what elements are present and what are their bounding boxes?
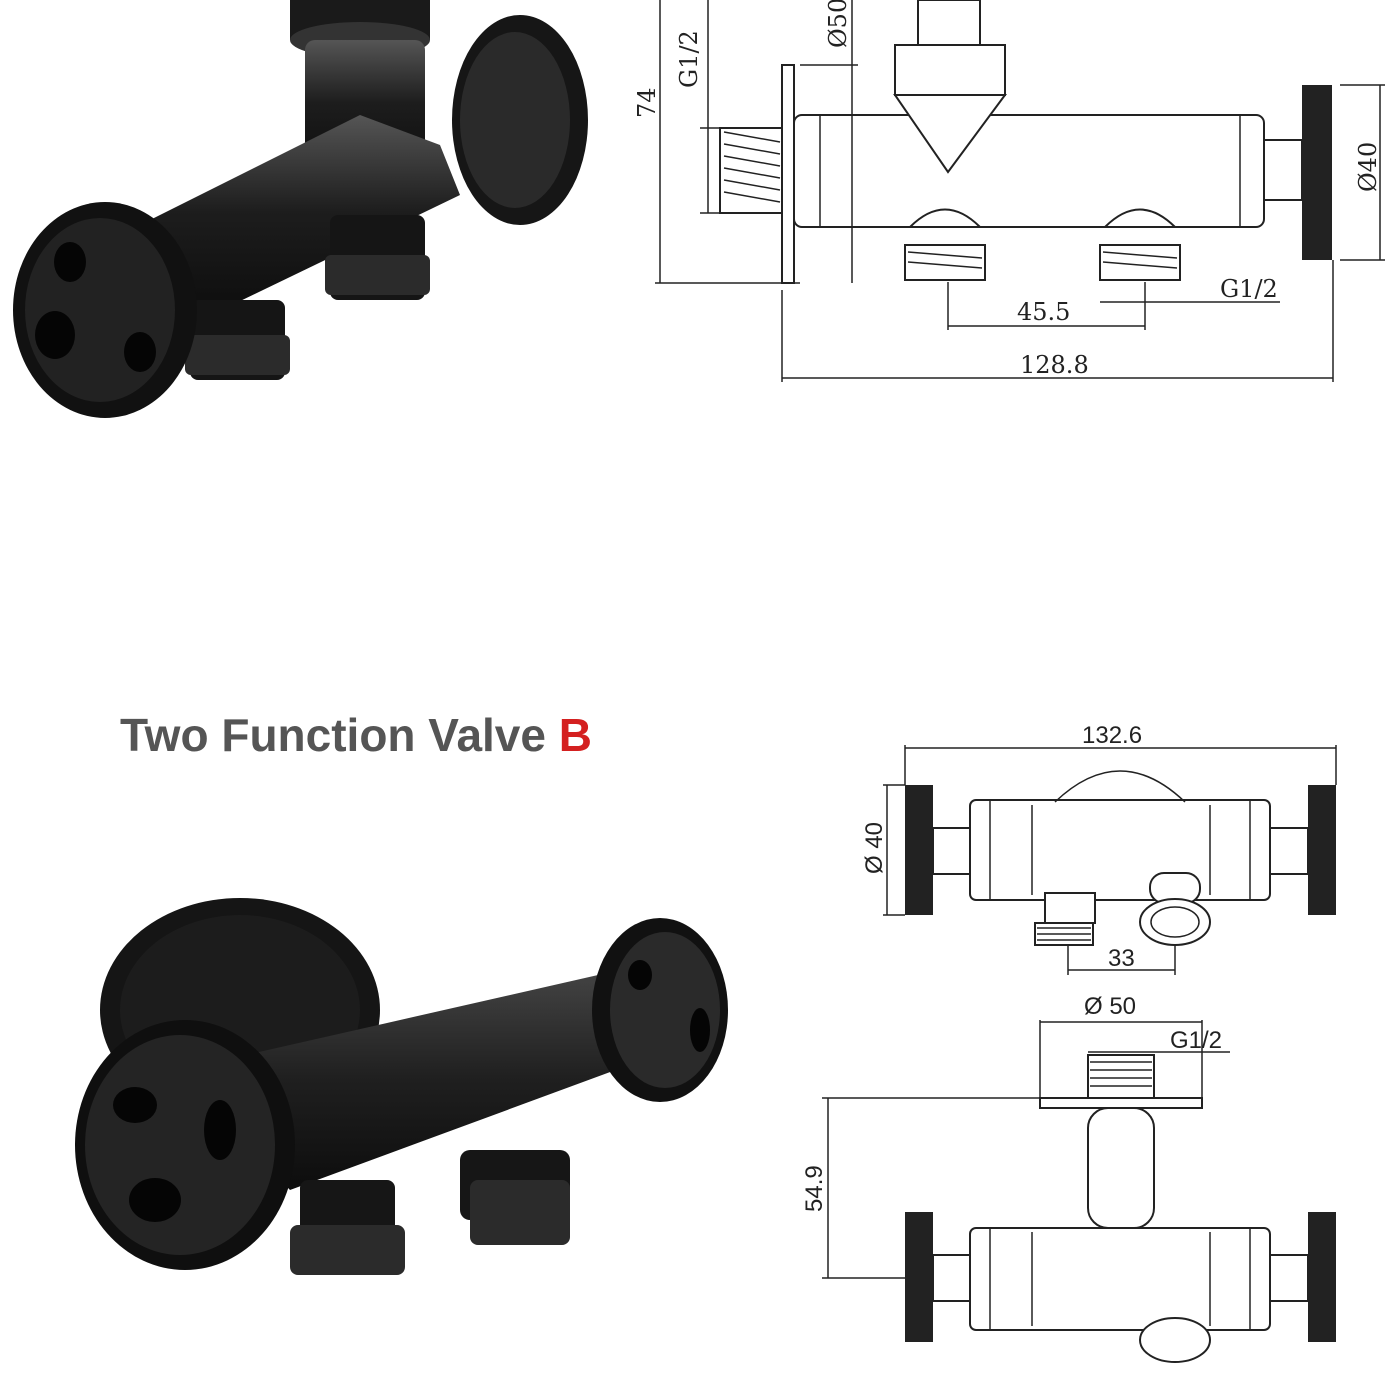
dim-a-thread-outlet: G1/2 bbox=[1220, 275, 1278, 303]
dim-b-flange-diameter: Ø 50 bbox=[1084, 993, 1136, 1020]
title-letter: B bbox=[558, 709, 592, 761]
valve-b-labels: 132.6 Ø 40 33 Ø 50 G1/2 54.9 bbox=[801, 722, 1222, 1212]
dim-a-thread-inlet: G1/2 bbox=[675, 30, 703, 88]
dim-a-flange-diameter: Ø50 bbox=[824, 0, 852, 48]
valve-b-drawing-front bbox=[822, 1020, 1336, 1363]
dim-b-outlet-spacing: 33 bbox=[1108, 945, 1135, 972]
dim-b-knob-diameter: Ø 40 bbox=[861, 822, 888, 874]
dim-a-knob-diameter: Ø40 bbox=[1354, 142, 1382, 192]
valve-b-photo bbox=[75, 898, 728, 1275]
dim-a-total-length: 128.8 bbox=[1020, 351, 1089, 379]
valve-a-labels: 74 G1/2 Ø50 Ø40 G1/2 45.5 128.8 bbox=[633, 0, 1382, 379]
dim-a-outlet-spacing: 45.5 bbox=[1017, 298, 1070, 326]
dim-b-thread-inlet: G1/2 bbox=[1170, 1027, 1222, 1054]
dim-a-height: 74 bbox=[633, 87, 661, 118]
valve-a-photo bbox=[13, 0, 588, 418]
valve-a-drawing bbox=[655, 0, 1385, 382]
valve-b-drawing-top bbox=[883, 745, 1337, 975]
dim-b-depth: 54.9 bbox=[801, 1165, 828, 1212]
section-b-title: Two Function Valve B bbox=[120, 708, 592, 762]
title-main: Two Function Valve bbox=[120, 709, 546, 761]
dim-b-total-length: 132.6 bbox=[1082, 722, 1142, 749]
